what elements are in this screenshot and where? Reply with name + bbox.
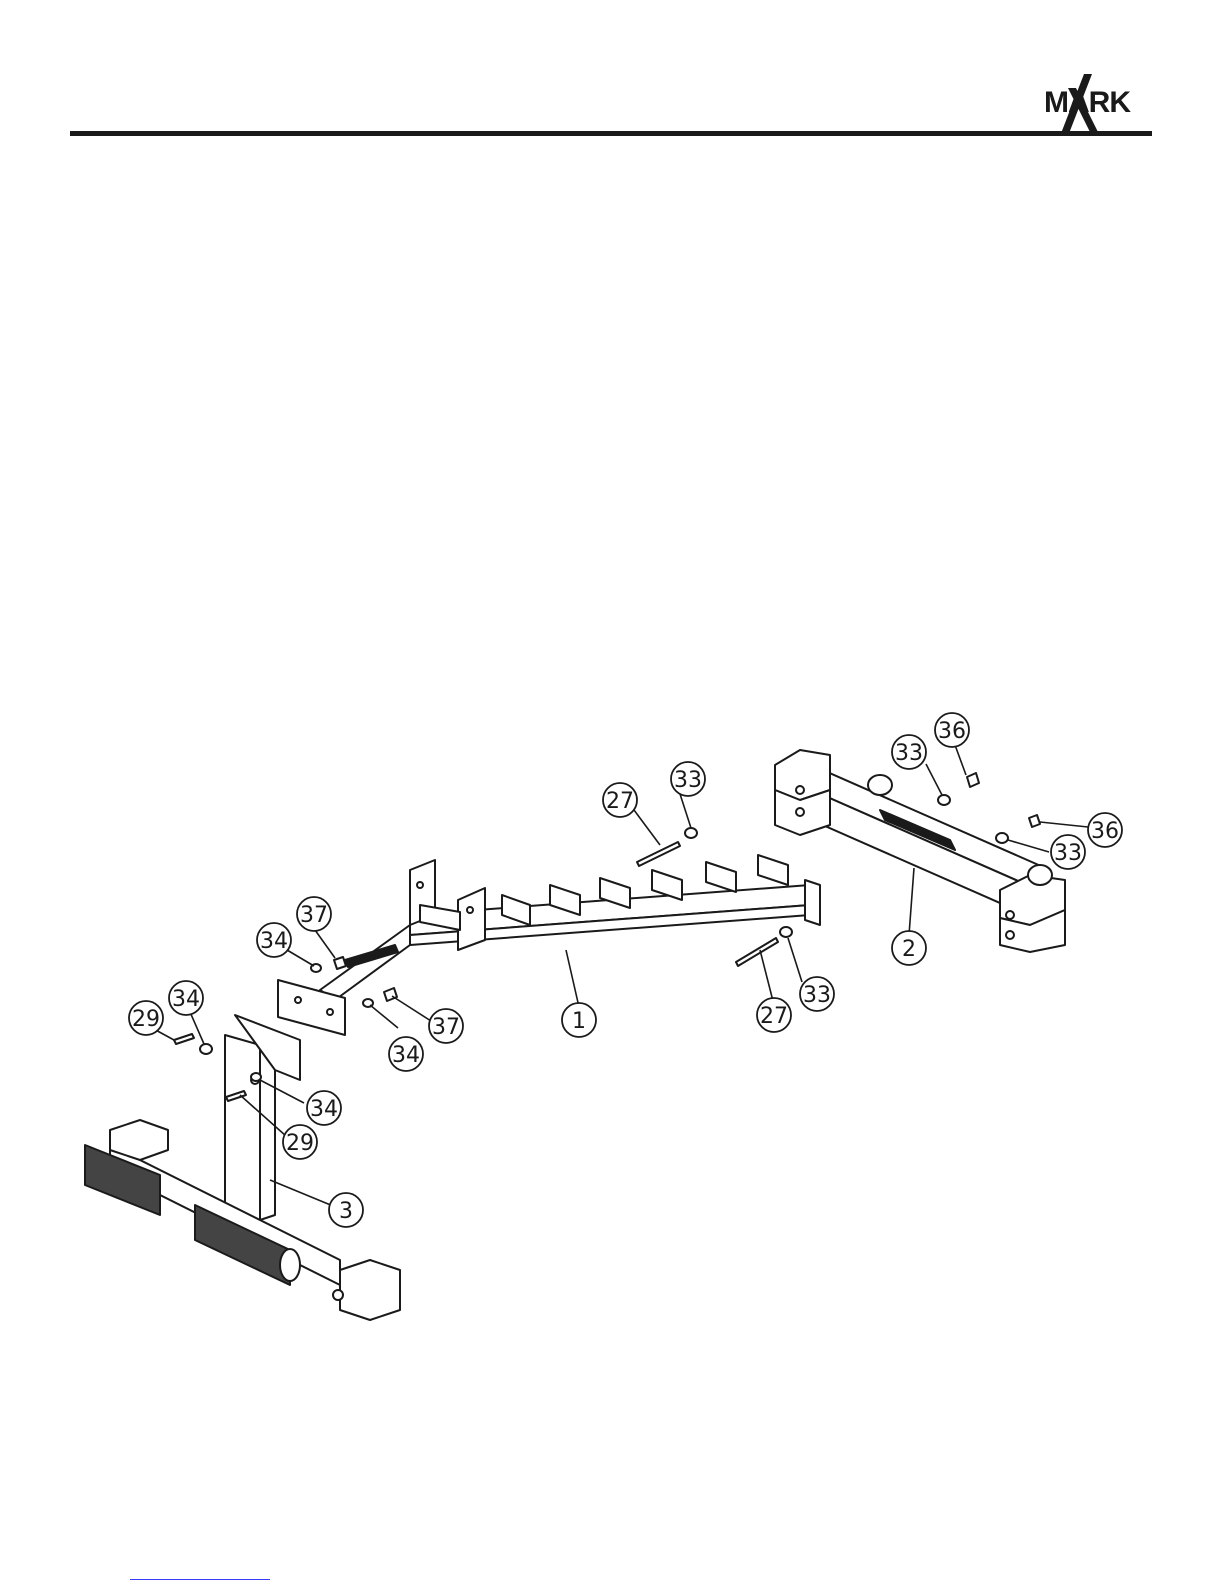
callout-34: 34 xyxy=(307,1091,341,1125)
callout-29: 29 xyxy=(283,1125,317,1159)
callout-label: 34 xyxy=(260,929,288,954)
callout-label: 33 xyxy=(895,741,923,766)
callout-label: 34 xyxy=(392,1043,420,1068)
callout-label: 34 xyxy=(172,987,200,1012)
callout-34: 34 xyxy=(169,981,203,1015)
callout-3: 3 xyxy=(329,1193,363,1227)
callout-33: 33 xyxy=(800,977,834,1011)
callout-34: 34 xyxy=(389,1037,423,1071)
callout-label: 29 xyxy=(132,1007,160,1032)
callout-label: 2 xyxy=(902,937,916,962)
callout-label: 3 xyxy=(339,1199,353,1224)
callout-1: 1 xyxy=(562,1003,596,1037)
main-frame-part-1 xyxy=(278,855,820,1035)
callout-36: 36 xyxy=(935,713,969,747)
callout-33: 33 xyxy=(892,735,926,769)
callout-33: 33 xyxy=(671,762,705,796)
callout-label: 34 xyxy=(310,1097,338,1122)
callout-label: 36 xyxy=(1091,819,1119,844)
callout-2: 2 xyxy=(892,931,926,965)
callout-33: 33 xyxy=(1051,835,1085,869)
callout-label: 1 xyxy=(572,1009,586,1034)
callout-label: 33 xyxy=(803,983,831,1008)
callout-label: 37 xyxy=(300,903,328,928)
callout-label: 33 xyxy=(674,768,702,793)
callout-37: 37 xyxy=(429,1009,463,1043)
callout-label: 33 xyxy=(1054,841,1082,866)
callout-37: 37 xyxy=(297,897,331,931)
callout-29: 29 xyxy=(129,1001,163,1035)
callout-27: 27 xyxy=(603,783,637,817)
callout-label: 29 xyxy=(286,1131,314,1156)
callout-label: 36 xyxy=(938,719,966,744)
callout-group: 1 2 3 27 27 29 29 33 33 33 33 34 34 34 34 36 36 37 37 xyxy=(129,713,1122,1227)
front-stabilizer-part-3 xyxy=(85,1015,400,1320)
callout-36: 36 xyxy=(1088,813,1122,847)
callout-label: 27 xyxy=(760,1004,788,1029)
callout-label: 37 xyxy=(432,1015,460,1040)
footer-link-underline xyxy=(130,1579,270,1580)
callout-label: 27 xyxy=(606,789,634,814)
callout-34: 34 xyxy=(257,923,291,957)
callout-27: 27 xyxy=(757,998,791,1032)
